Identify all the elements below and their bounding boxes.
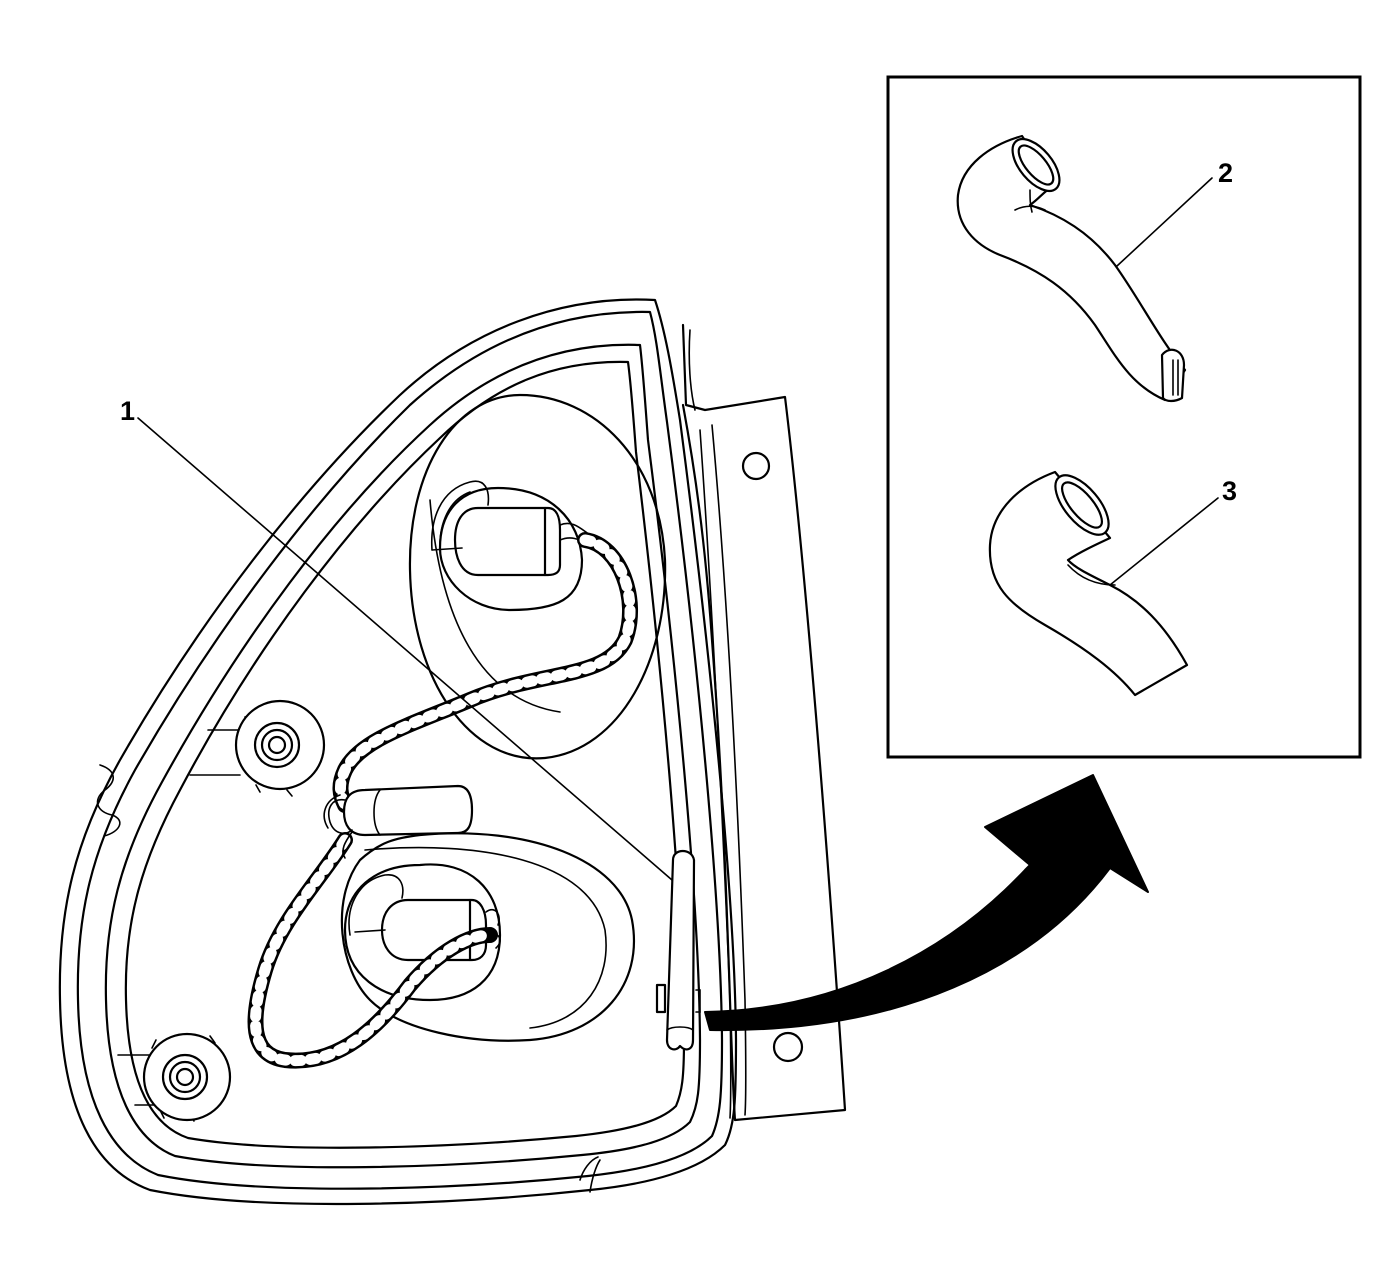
lower-mounting-stud bbox=[117, 1032, 232, 1122]
wiring-harness bbox=[247, 532, 638, 1069]
vent-tube-detail-2 bbox=[956, 134, 1187, 403]
tail-lamp-housing bbox=[58, 298, 847, 1206]
upper-mounting-stud bbox=[189, 699, 326, 797]
vent-tube-detail-3 bbox=[988, 470, 1189, 697]
upper-lamp-cavity bbox=[408, 393, 667, 760]
lower-lamp-cavity bbox=[340, 832, 635, 1042]
callout-2: 2 bbox=[1218, 158, 1233, 188]
callout-3: 3 bbox=[1222, 476, 1237, 506]
direction-arrow-icon bbox=[704, 774, 1149, 1032]
leader-lines bbox=[137, 177, 1219, 881]
callout-1: 1 bbox=[120, 396, 135, 426]
wiring-connector bbox=[323, 784, 474, 859]
vent-tube bbox=[655, 849, 701, 1051]
lower-bulb-socket bbox=[348, 874, 501, 962]
upper-bulb-socket bbox=[430, 480, 591, 577]
